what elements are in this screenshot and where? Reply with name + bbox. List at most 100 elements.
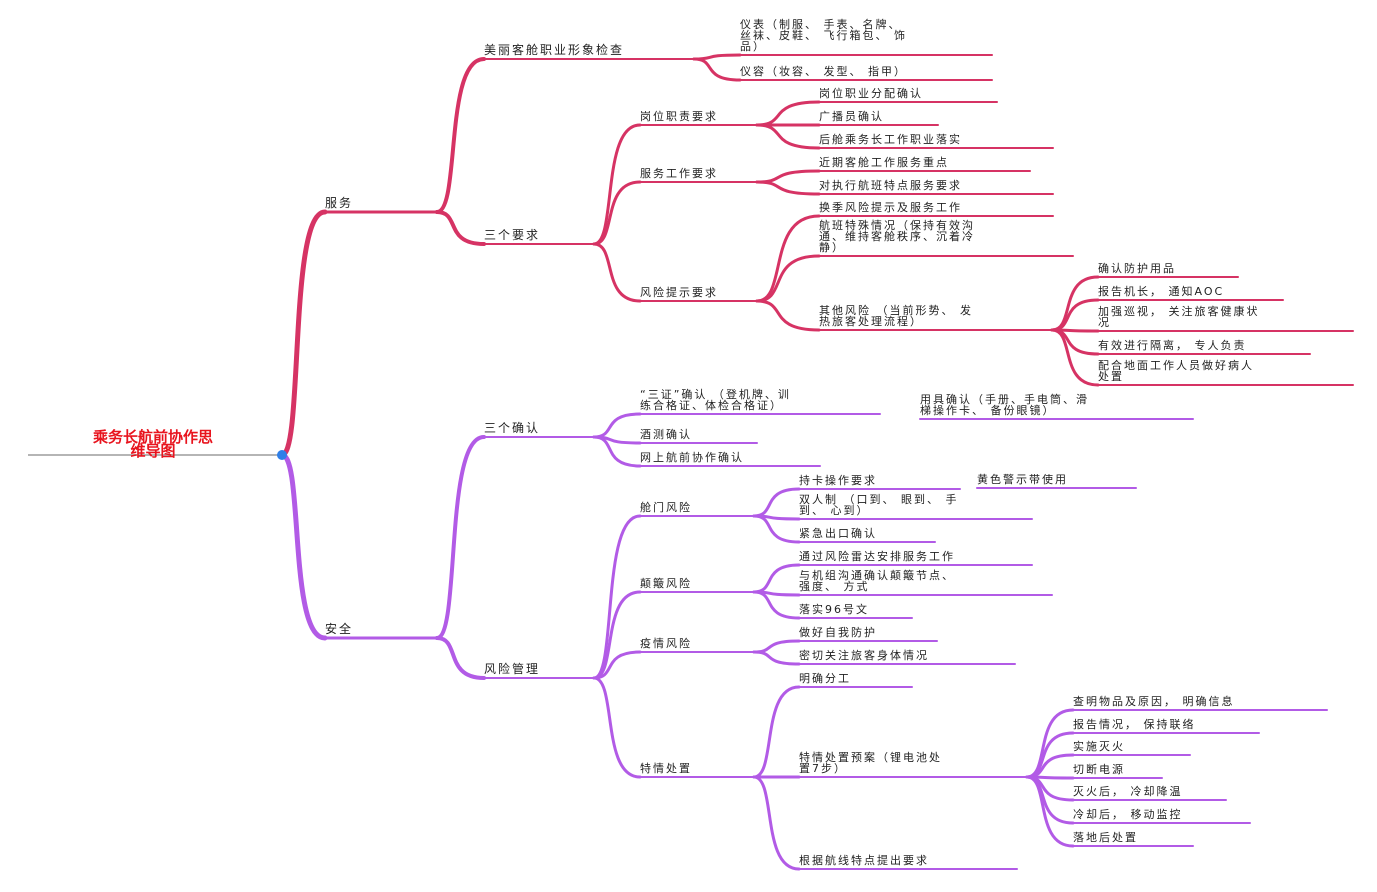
node-f1-text: 近期客舱工作服务重点 — [819, 156, 949, 169]
connector-curve — [592, 590, 642, 680]
node-fuwu-gz[interactable]: 服务工作要求 — [640, 168, 718, 179]
connector-curve — [592, 650, 642, 680]
node-cm3-text: 紧急出口确认 — [799, 527, 877, 540]
node-teqing[interactable]: 特情处置 — [640, 763, 692, 774]
node-s6[interactable]: 冷却后， 移动监控 — [1073, 809, 1183, 820]
connector-curve — [755, 214, 821, 303]
node-s3-text: 实施灭火 — [1073, 740, 1125, 753]
node-yibiao[interactable]: 仪表（制服、 手表、名牌、丝袜、皮鞋、 飞行箱包、 饰品） — [740, 19, 907, 52]
node-gangwei[interactable]: 岗位职责要求 — [640, 111, 718, 122]
node-cm1b-text: 黄色警示带使用 — [977, 473, 1068, 486]
node-wangshang[interactable]: 网上航前协作确认 — [640, 452, 744, 463]
node-yiqing-text: 疫情风险 — [640, 637, 692, 650]
node-s3[interactable]: 实施灭火 — [1073, 741, 1125, 752]
node-d1[interactable]: 通过风险雷达安排服务工作 — [799, 551, 955, 562]
node-r2-text: 通、维持客舱秩序、沉着冷 — [819, 230, 975, 243]
node-o5[interactable]: 配合地面工作人员做好病人处置 — [1098, 360, 1254, 382]
node-t1-text: 明确分工 — [799, 672, 851, 685]
connector-curve — [435, 210, 486, 246]
node-r3[interactable]: 其他风险 （当前形势、 发热旅客处理流程） — [819, 305, 973, 327]
root-node-dot[interactable] — [277, 450, 287, 460]
node-s2[interactable]: 报告情况， 保持联络 — [1073, 719, 1196, 730]
connector-curve — [435, 636, 486, 680]
node-yongju[interactable]: 用具确认（手册、手电筒、滑梯操作卡、 备份眼镜） — [920, 394, 1089, 416]
connector-curve — [752, 685, 801, 779]
node-teqing-text: 特情处置 — [640, 762, 692, 775]
node-d2-text: 与机组沟通确认颠簸节点、 — [799, 569, 955, 582]
node-o3-text: 加强巡视， 关注旅客健康状 — [1098, 305, 1260, 318]
node-o1[interactable]: 确认防护用品 — [1098, 263, 1176, 274]
node-fengxian-gl[interactable]: 风险管理 — [484, 663, 540, 675]
node-s1[interactable]: 查明物品及原因， 明确信息 — [1073, 696, 1235, 707]
node-fengxian-ts[interactable]: 风险提示要求 — [640, 287, 718, 298]
node-sanzheng[interactable]: “三证”确认 （登机牌、训练合格证、体检合格证） — [640, 389, 791, 411]
node-s5[interactable]: 灭火后， 冷却降温 — [1073, 786, 1183, 797]
node-fengxian-ts-text: 风险提示要求 — [640, 286, 718, 299]
node-y2[interactable]: 密切关注旅客身体情况 — [799, 650, 929, 661]
node-sange-yaoqiu[interactable]: 三个要求 — [484, 229, 540, 241]
node-sange-queren[interactable]: 三个确认 — [484, 422, 540, 434]
node-anquan[interactable]: 安全 — [325, 623, 353, 635]
node-g2[interactable]: 广播员确认 — [819, 111, 884, 122]
node-d2-text: 强度、 方式 — [799, 580, 870, 593]
node-f2[interactable]: 对执行航班特点服务要求 — [819, 180, 962, 191]
node-t2[interactable]: 特情处置预案（锂电池处置7步） — [799, 752, 942, 774]
node-t3[interactable]: 根据航线特点提出要求 — [799, 855, 929, 866]
node-yiqing[interactable]: 疫情风险 — [640, 638, 692, 649]
node-o3-text: 况 — [1098, 316, 1111, 329]
node-fuwu[interactable]: 服务 — [325, 197, 353, 209]
node-d3[interactable]: 落实96号文 — [799, 604, 869, 615]
connector-curve — [592, 514, 642, 680]
node-g3[interactable]: 后舱乘务长工作职业落实 — [819, 134, 962, 145]
node-o4[interactable]: 有效进行隔离， 专人负责 — [1098, 340, 1247, 351]
node-g2-text: 广播员确认 — [819, 110, 884, 123]
node-r1[interactable]: 换季风险提示及服务工作 — [819, 202, 962, 213]
node-cm1b[interactable]: 黄色警示带使用 — [977, 474, 1068, 485]
node-jiuce[interactable]: 酒测确认 — [640, 429, 692, 440]
node-y1[interactable]: 做好自我防护 — [799, 627, 877, 638]
connector-curve — [755, 299, 821, 332]
node-s7[interactable]: 落地后处置 — [1073, 832, 1138, 843]
node-cm2-text: 到、 心到） — [799, 504, 870, 517]
connector-curve — [1050, 298, 1100, 332]
connector-curve — [435, 57, 486, 214]
connector-curve — [592, 435, 642, 468]
node-o3[interactable]: 加强巡视， 关注旅客健康状况 — [1098, 306, 1260, 328]
node-s1-text: 查明物品及原因， 明确信息 — [1073, 695, 1235, 708]
node-r2[interactable]: 航班特殊情况（保持有效沟通、维持客舱秩序、沉着冷静） — [819, 220, 975, 253]
node-r2-text: 静） — [819, 241, 845, 254]
node-yibiao-text: 品） — [740, 40, 766, 53]
node-d3-text: 落实96号文 — [799, 603, 869, 616]
connector-curve — [592, 242, 642, 303]
node-d2[interactable]: 与机组沟通确认颠簸节点、强度、 方式 — [799, 570, 955, 592]
node-yibiao-text: 丝袜、皮鞋、 飞行箱包、 饰 — [740, 29, 907, 42]
node-g1[interactable]: 岗位职业分配确认 — [819, 88, 923, 99]
node-cm2[interactable]: 双人制 （口到、 眼到、 手到、 心到） — [799, 494, 959, 516]
node-fuwu-text: 服务 — [325, 196, 354, 210]
node-sanzheng-text: “三证”确认 （登机牌、训 — [640, 388, 791, 401]
node-f1[interactable]: 近期客舱工作服务重点 — [819, 157, 949, 168]
connector-curve — [755, 100, 821, 127]
node-y2-text: 密切关注旅客身体情况 — [799, 649, 929, 662]
node-cm1[interactable]: 持卡操作要求 — [799, 475, 877, 486]
node-cm3[interactable]: 紧急出口确认 — [799, 528, 877, 539]
node-yirong[interactable]: 仪容（妆容、 发型、 指甲） — [740, 66, 907, 77]
node-t1[interactable]: 明确分工 — [799, 673, 851, 684]
title-line-1: 乘务长航前协作思 — [92, 428, 213, 446]
title-line-2: 维导图 — [130, 442, 176, 460]
connector-curve — [1050, 275, 1100, 332]
node-o2[interactable]: 报告机长， 通知AOC — [1098, 286, 1224, 297]
node-dianbo[interactable]: 颠簸风险 — [640, 578, 692, 589]
node-yongju-text: 用具确认（手册、手电筒、滑 — [920, 393, 1089, 406]
connector-curve — [1025, 775, 1075, 848]
node-sange-yaoqiu-text: 三个要求 — [484, 228, 541, 242]
connector-curve — [279, 452, 328, 641]
node-s4[interactable]: 切断电源 — [1073, 764, 1125, 775]
connector-curve — [752, 590, 801, 620]
connector-curve — [755, 169, 821, 184]
node-cangmen[interactable]: 舱门风险 — [640, 502, 692, 513]
connector-curve — [1050, 328, 1100, 387]
node-dianbo-text: 颠簸风险 — [640, 577, 692, 590]
node-meili[interactable]: 美丽客舱职业形象检查 — [484, 44, 624, 56]
